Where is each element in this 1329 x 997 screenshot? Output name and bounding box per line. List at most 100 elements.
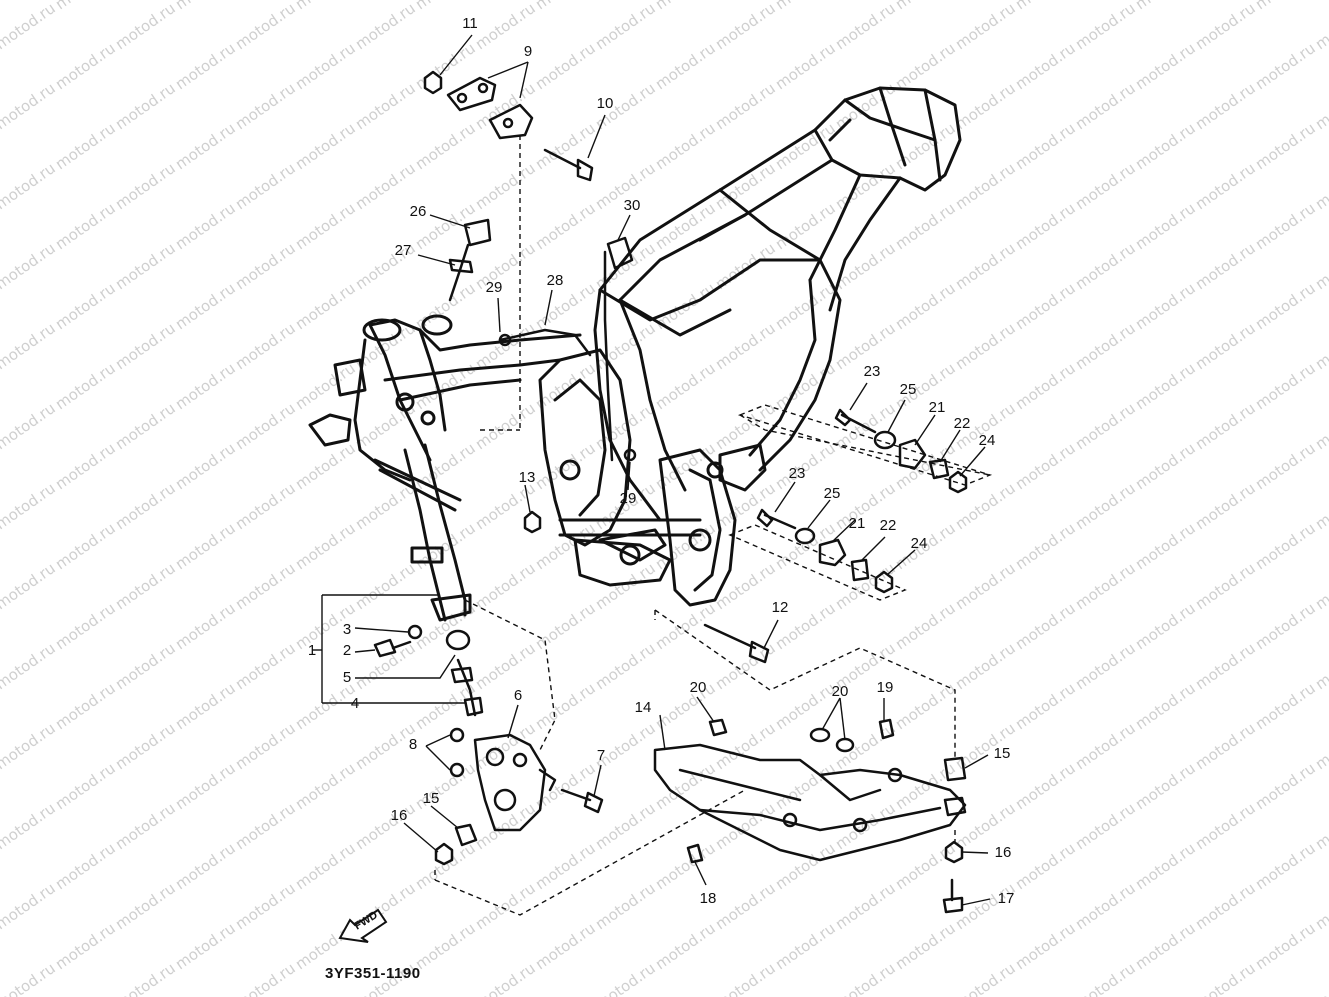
watermark-text: motod.ru	[1252, 0, 1319, 13]
watermark-text: motod.ru	[1012, 119, 1079, 173]
hardware-parts	[373, 70, 968, 914]
watermark-text: motod.ru	[232, 559, 299, 613]
watermark-text: motod.ru	[172, 919, 239, 973]
watermark-text: motod.ru	[1252, 839, 1319, 893]
watermark-text: motod.ru	[1072, 639, 1139, 693]
watermark-text: motod.ru	[1192, 959, 1259, 997]
watermark-text: motod.ru	[712, 319, 779, 373]
watermark-text: motod.ru	[112, 479, 179, 533]
watermark-text: motod.ru	[52, 439, 119, 493]
watermark-text: motod.ru	[0, 0, 59, 53]
watermark-text: motod.ru	[112, 559, 179, 613]
watermark-text: motod.ru	[592, 799, 659, 853]
watermark-text: motod.ru	[232, 879, 299, 933]
watermark-text: motod.ru	[1132, 439, 1199, 493]
watermark-text: motod.ru	[352, 159, 419, 213]
watermark-text: motod.ru	[832, 879, 899, 933]
watermark-text: motod.ru	[52, 679, 119, 733]
callout-number: 24	[979, 432, 996, 449]
callout-number: 22	[954, 415, 971, 432]
watermark-text: motod.ru	[472, 639, 539, 693]
watermark-text: motod.ru	[1132, 359, 1199, 413]
watermark-text: motod.ru	[592, 639, 659, 693]
watermark-text: motod.ru	[772, 0, 839, 13]
callout-number: 20	[690, 679, 707, 696]
watermark-text: motod.ru	[472, 559, 539, 613]
watermark-text: motod.ru	[1072, 479, 1139, 533]
callout-number: 13	[519, 469, 536, 486]
watermark-text: motod.ru	[1132, 279, 1199, 333]
watermark-text: motod.ru	[412, 919, 479, 973]
watermark-text: motod.ru	[472, 399, 539, 453]
watermark-text: motod.ru	[712, 639, 779, 693]
watermark-text: motod.ru	[52, 0, 119, 13]
watermark-text: motod.ru	[52, 919, 119, 973]
watermark-text: motod.ru	[352, 559, 419, 613]
watermark-text: motod.ru	[292, 519, 359, 573]
watermark-text: motod.ru	[1132, 119, 1199, 173]
watermark-text: motod.ru	[1312, 799, 1329, 853]
watermark-text: motod.ru	[532, 679, 599, 733]
watermark-text: motod.ru	[0, 879, 59, 933]
watermark-text: motod.ru	[952, 79, 1019, 133]
watermark-text: motod.ru	[1252, 199, 1319, 253]
watermark-text: motod.ru	[592, 559, 659, 613]
watermark-text: motod.ru	[1312, 399, 1329, 453]
watermark-text: motod.ru	[112, 799, 179, 853]
watermark-text: motod.ru	[1072, 79, 1139, 133]
callout-number: 27	[395, 242, 412, 259]
watermark-text: motod.ru	[1012, 279, 1079, 333]
watermark-text: motod.ru	[292, 199, 359, 253]
watermark-text: motod.ru	[832, 0, 899, 53]
watermark-text: motod.ru	[532, 0, 599, 13]
watermark-text: motod.ru	[172, 279, 239, 333]
watermark-text: motod.ru	[1312, 0, 1329, 53]
callout-number: 16	[995, 844, 1012, 861]
callout-number: 23	[864, 363, 881, 380]
watermark-text: motod.ru	[1072, 959, 1139, 997]
watermark-text: motod.ru	[952, 559, 1019, 613]
watermark-text: motod.ru	[352, 479, 419, 533]
motorcycle-frame	[308, 86, 962, 622]
watermark-text: motod.ru	[772, 679, 839, 733]
callout-number: 11	[462, 15, 478, 32]
watermark-text: motod.ru	[952, 479, 1019, 533]
watermark-text: motod.ru	[592, 0, 659, 53]
watermark-text: motod.ru	[712, 79, 779, 133]
watermark-text: motod.ru	[232, 239, 299, 293]
watermark-text: motod.ru	[712, 879, 779, 933]
watermark-text: motod.ru	[1252, 359, 1319, 413]
watermark-text: motod.ru	[112, 879, 179, 933]
callout-number: 30	[624, 197, 641, 214]
watermark-text: motod.ru	[1132, 0, 1199, 13]
watermark-text: motod.ru	[232, 319, 299, 373]
watermark-text: motod.ru	[232, 639, 299, 693]
watermark-text: motod.ru	[172, 679, 239, 733]
callout-number: 24	[911, 535, 928, 552]
watermark-text: motod.ru	[952, 319, 1019, 373]
watermark-text: motod.ru	[832, 159, 899, 213]
watermark-text: motod.ru	[0, 799, 59, 853]
watermark-text: motod.ru	[52, 359, 119, 413]
watermark-text: motod.ru	[1312, 319, 1329, 373]
callout-number: 15	[994, 745, 1011, 762]
watermark-text: motod.ru	[1312, 239, 1329, 293]
watermark-text: motod.ru	[652, 119, 719, 173]
watermark-text: motod.ru	[652, 839, 719, 893]
watermark-text: motod.ru	[1072, 799, 1139, 853]
watermark-text: motod.ru	[172, 759, 239, 813]
watermark-text: motod.ru	[472, 879, 539, 933]
watermark-text: motod.ru	[1252, 39, 1319, 93]
watermark-text: motod.ru	[1192, 559, 1259, 613]
watermark-text: motod.ru	[1312, 719, 1329, 773]
watermark-text: motod.ru	[772, 119, 839, 173]
watermark-text: motod.ru	[712, 399, 779, 453]
watermark-text: motod.ru	[892, 0, 959, 13]
watermark-text: motod.ru	[292, 39, 359, 93]
watermark-text: motod.ru	[112, 319, 179, 373]
watermark-text: motod.ru	[112, 79, 179, 133]
watermark-text: motod.ru	[1132, 759, 1199, 813]
watermark-text: motod.ru	[592, 959, 659, 997]
watermark-text: motod.ru	[1132, 39, 1199, 93]
watermark-text: motod.ru	[1192, 639, 1259, 693]
